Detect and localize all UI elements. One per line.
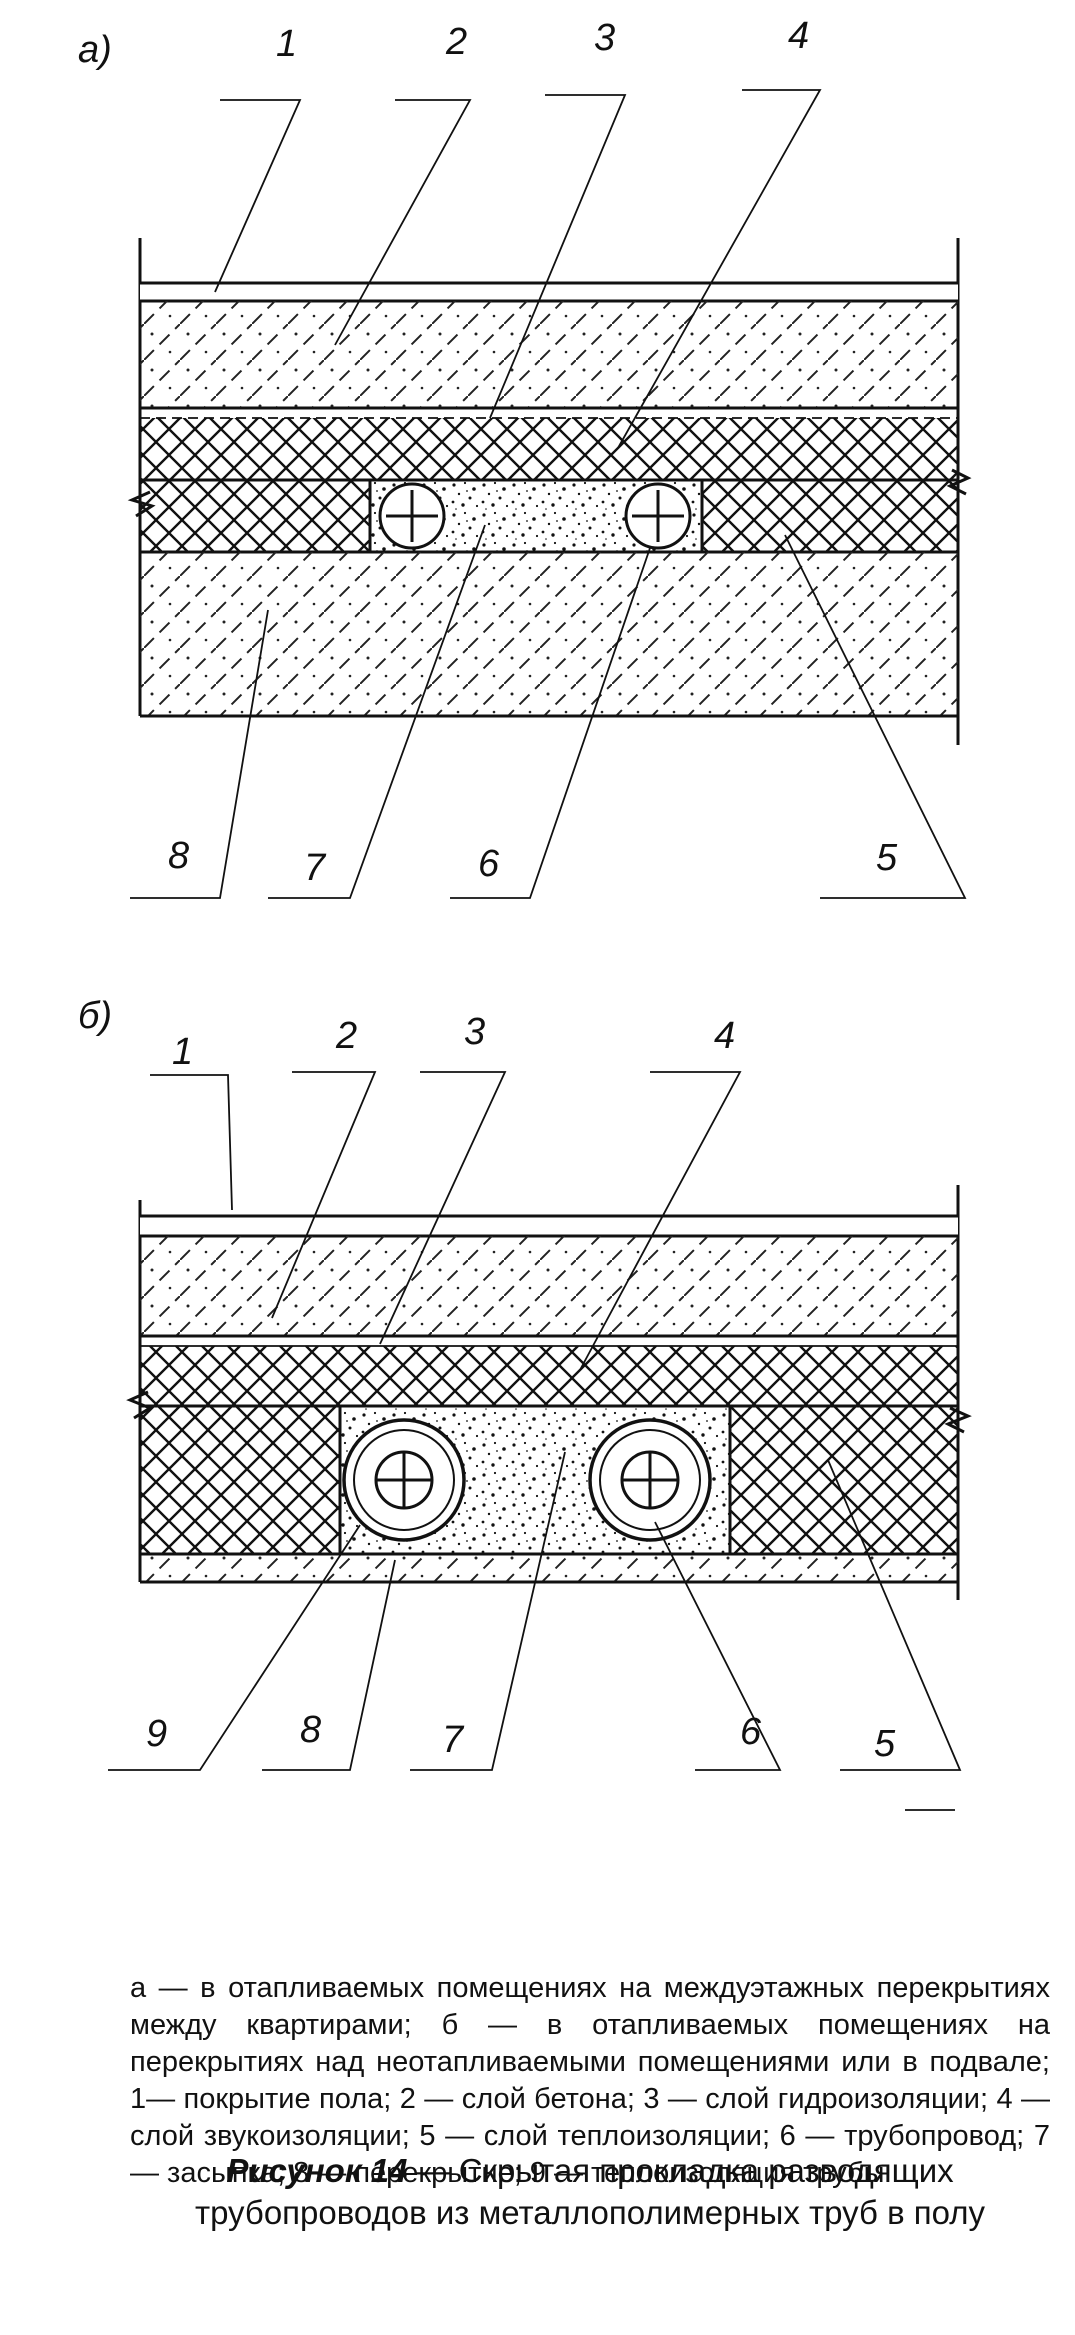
panel-b-soundproof-layer bbox=[140, 1346, 958, 1406]
panel-b-concrete-layer bbox=[140, 1236, 958, 1336]
panel-b-callout-3: 3 bbox=[379, 1011, 507, 1345]
panel-b-callout-6: 6 bbox=[654, 1521, 782, 1771]
panel-a-break-left bbox=[127, 490, 156, 518]
panel-b-callout-2: 2 bbox=[271, 1015, 377, 1319]
panel-b-label: б) bbox=[78, 995, 112, 1037]
panel-b-callout-5: 5 bbox=[827, 1459, 962, 1771]
panel-a-callout-5: 5 bbox=[784, 534, 967, 899]
panel-a-thermal-insulation-left bbox=[140, 480, 370, 552]
figure-caption: Рисунок 14 — Скрытая прокладка разводящи… bbox=[130, 2150, 1050, 2234]
svg-text:8: 8 bbox=[168, 835, 189, 877]
panel-a-callout-3: 3 bbox=[489, 17, 627, 419]
panel-b-callout-4: 4 bbox=[579, 1015, 742, 1371]
panel-a-callout-7: 7 bbox=[268, 524, 486, 899]
svg-text:1: 1 bbox=[172, 1031, 193, 1073]
svg-text:7: 7 bbox=[442, 1719, 465, 1761]
svg-text:4: 4 bbox=[714, 1015, 735, 1057]
panel-a-callout-1: 1 bbox=[214, 23, 302, 293]
panel-a-callout-6: 6 bbox=[450, 547, 651, 899]
figure-legend: а — в отапливаемых помещениях на междуэт… bbox=[130, 1972, 1050, 2189]
panel-b-callout-7: 7 bbox=[410, 1451, 566, 1771]
panel-b-thermal-insulation-right bbox=[730, 1406, 958, 1554]
svg-text:2: 2 bbox=[335, 1015, 357, 1057]
svg-text:4: 4 bbox=[788, 15, 809, 57]
svg-text:7: 7 bbox=[304, 847, 327, 889]
panel-b-pipe-right bbox=[588, 1418, 712, 1542]
svg-text:5: 5 bbox=[876, 837, 898, 879]
panel-a-label: а) bbox=[78, 29, 112, 71]
panel-a-pipe-left bbox=[378, 482, 446, 550]
panel-a-callout-2: 2 bbox=[334, 21, 472, 346]
svg-text:8: 8 bbox=[300, 1709, 321, 1751]
panel-a-pipe-right bbox=[624, 482, 692, 550]
panel-b-callout-8: 8 bbox=[262, 1559, 396, 1771]
panel-b-slab bbox=[140, 1554, 958, 1582]
svg-text:6: 6 bbox=[478, 843, 500, 885]
panel-b-thermal-insulation-left bbox=[140, 1406, 340, 1554]
panel-b-callout-9: 9 bbox=[108, 1524, 361, 1771]
panel-a-slab bbox=[140, 552, 958, 716]
svg-text:2: 2 bbox=[445, 21, 467, 63]
panel-a-floor-covering bbox=[140, 283, 958, 301]
panel-b-break-left bbox=[126, 1390, 154, 1420]
panel-a-thermal-insulation-right bbox=[702, 480, 958, 552]
svg-text:5: 5 bbox=[874, 1723, 896, 1765]
svg-text:3: 3 bbox=[594, 17, 615, 59]
panel-a-break-right bbox=[946, 468, 972, 496]
panel-b-callout-1: 1 bbox=[150, 1031, 233, 1211]
panel-a-section: а) bbox=[78, 15, 972, 899]
figure-caption-label: Рисунок 14 bbox=[226, 2152, 408, 2189]
figure-caption-text: — Скрытая прокладка разводящих трубопров… bbox=[194, 2152, 986, 2231]
panel-a-soundproof-layer bbox=[140, 418, 958, 480]
panel-b-section: б) bbox=[78, 995, 972, 1811]
panel-a-callout-4: 4 bbox=[617, 15, 822, 449]
floor-section-figure: а) bbox=[78, 15, 972, 1811]
svg-text:9: 9 bbox=[146, 1713, 167, 1755]
panel-b-break-right bbox=[944, 1406, 972, 1434]
panel-a-concrete-layer bbox=[140, 301, 958, 408]
panel-b-pipe-left bbox=[342, 1418, 466, 1542]
svg-text:1: 1 bbox=[276, 23, 297, 65]
svg-text:6: 6 bbox=[740, 1711, 762, 1753]
svg-text:3: 3 bbox=[464, 1011, 485, 1053]
panel-b-floor-covering bbox=[140, 1216, 958, 1236]
panel-a-callout-8: 8 bbox=[130, 609, 269, 899]
